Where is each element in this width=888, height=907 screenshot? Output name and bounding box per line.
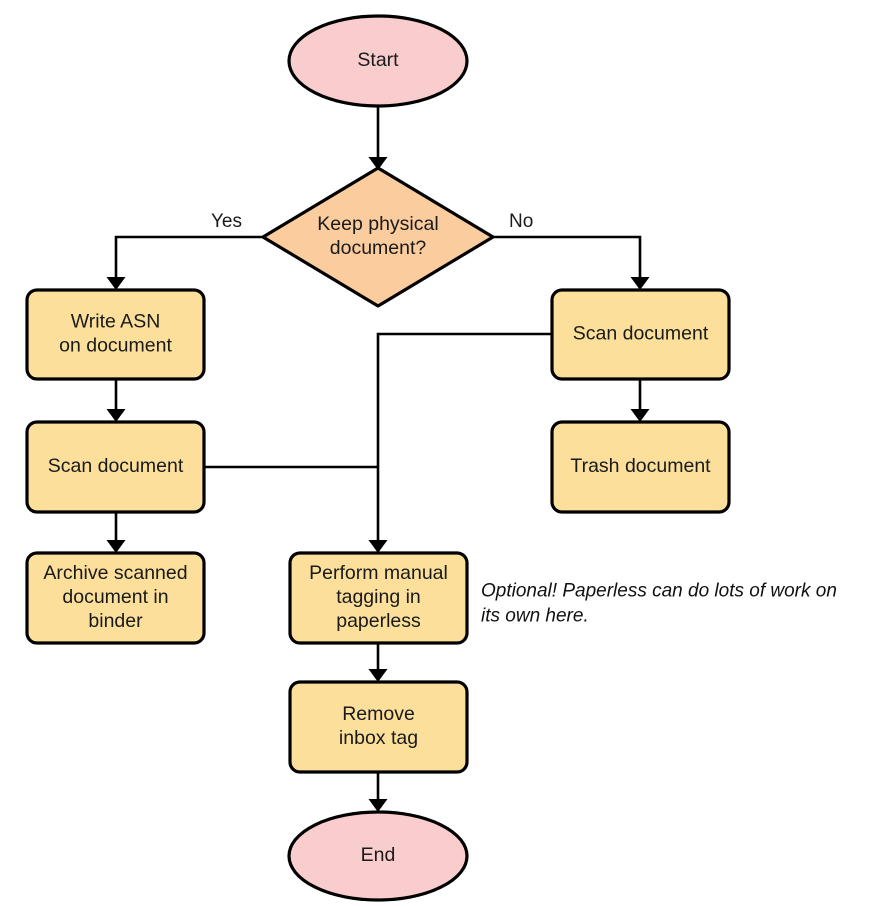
process-rect[interactable]: [288, 551, 469, 645]
terminator-ellipse[interactable]: [287, 14, 469, 108]
edges-layer: Yes No: [106, 106, 650, 812]
arrowhead-icon: [368, 799, 388, 812]
arrowhead-icon: [630, 277, 650, 290]
arrowhead-icon: [368, 157, 388, 170]
process-rect[interactable]: [288, 680, 469, 774]
terminator-ellipse[interactable]: [287, 810, 469, 902]
node-label: End: [361, 844, 396, 866]
process-rect[interactable]: [25, 551, 206, 645]
node-trash-document[interactable]: Trash document: [550, 420, 731, 514]
edge-path: [376, 332, 552, 546]
arrowhead-icon: [106, 540, 126, 553]
edge-remove-inbox-tag-to-end: [368, 772, 388, 812]
edge-write-asn-to-scan-document-left: [106, 379, 126, 422]
edge-decision-yes-to-write-asn: Yes: [106, 211, 263, 290]
node-scan-document-right[interactable]: Scan document: [550, 288, 731, 381]
edge-scan-document-left-to-archive: [106, 512, 126, 553]
edge-path: [114, 235, 263, 283]
edge-scan-document-right-to-manual-tagging: [368, 332, 552, 553]
edge-start-to-decision: [368, 106, 388, 170]
annotations-layer: Optional! Paperless can do lots of work …: [481, 581, 837, 627]
node-scan-document-left[interactable]: Scan document: [25, 420, 206, 514]
arrowhead-icon: [106, 277, 126, 290]
arrowhead-icon: [368, 540, 388, 553]
process-rect[interactable]: [25, 420, 206, 514]
process-rect[interactable]: [25, 288, 206, 381]
process-rect[interactable]: [550, 288, 731, 381]
process-rect[interactable]: [550, 420, 731, 514]
edge-path: [493, 235, 642, 283]
node-label: Trash document: [570, 455, 711, 477]
edge-decision-no-to-scan-document-right: No: [493, 211, 650, 290]
arrowhead-icon: [368, 669, 388, 682]
edge-label-decision-yes-to-write-asn: Yes: [211, 211, 242, 232]
arrowhead-icon: [106, 409, 126, 422]
node-label: Scan document: [573, 323, 709, 345]
edge-label-decision-no-to-scan-document-right: No: [509, 211, 533, 232]
node-end[interactable]: End: [287, 810, 469, 902]
node-start[interactable]: Start: [287, 14, 469, 108]
edge-manual-tagging-to-remove-inbox-tag: [368, 643, 388, 682]
arrowhead-icon: [630, 409, 650, 422]
node-label: Scan document: [48, 455, 184, 477]
annotation-optional-note: Optional! Paperless can do lots of work …: [481, 581, 837, 627]
edge-scan-document-right-to-trash: [630, 379, 650, 422]
node-label: Start: [357, 49, 399, 71]
decision-diamond[interactable]: [261, 166, 495, 308]
